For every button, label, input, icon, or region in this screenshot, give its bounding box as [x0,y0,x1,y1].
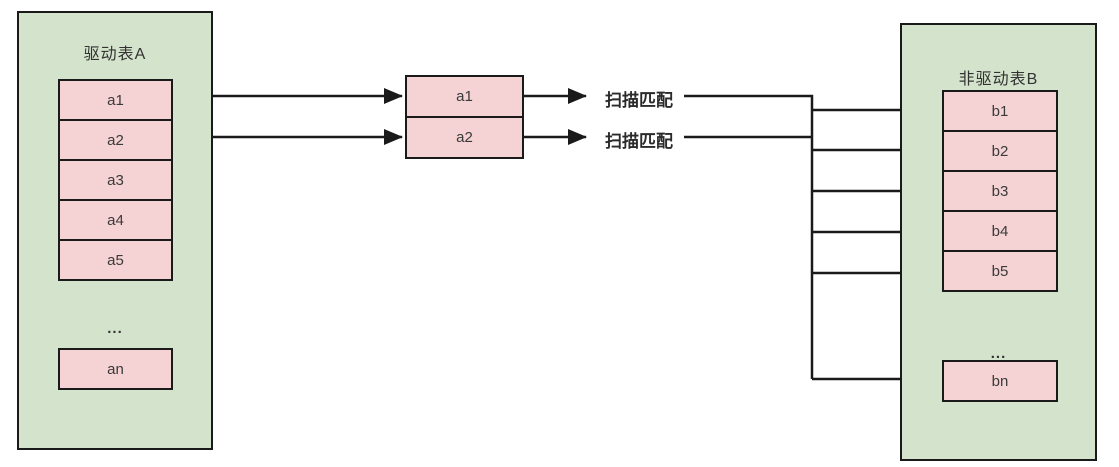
table-row-an: an [58,348,173,390]
scan-match-label-1: 扫描匹配 [605,91,673,110]
driving-table-title: 驱动表A [83,46,147,63]
non-driving-table-title: 非驱动表B [958,71,1039,88]
table-row-b4: b4 [942,210,1058,252]
table-row-a2: a2 [58,119,173,161]
non-driving-table-rows: b1 b2 b3 b4 b5 [942,90,1058,292]
table-row-b3: b3 [942,170,1058,212]
table-row-a3: a3 [58,159,173,201]
non-driving-table-ellipsis: ... [990,345,1007,362]
table-row-a1: a1 [58,79,173,121]
table-row-bn: bn [942,360,1058,402]
driving-table: 驱动表A a1 a2 a3 a4 a5 ... an [17,11,213,450]
table-row-b1: b1 [942,90,1058,132]
wire-scan1-to-bus [684,94,814,379]
table-row-a5: a5 [58,239,173,281]
table-row-b5: b5 [942,250,1058,292]
buffer-row-a2: a2 [405,116,524,159]
driving-table-rows: a1 a2 a3 a4 a5 [58,79,173,281]
join-buffer: a1 a2 [405,75,524,159]
buffer-row-a1: a1 [405,75,524,118]
driving-table-ellipsis: ... [107,320,123,337]
table-row-a4: a4 [58,199,173,241]
scan-match-label-2: 扫描匹配 [605,132,673,151]
table-row-b2: b2 [942,130,1058,172]
non-driving-table: 非驱动表B b1 b2 b3 b4 b5 ... bn [900,23,1097,461]
